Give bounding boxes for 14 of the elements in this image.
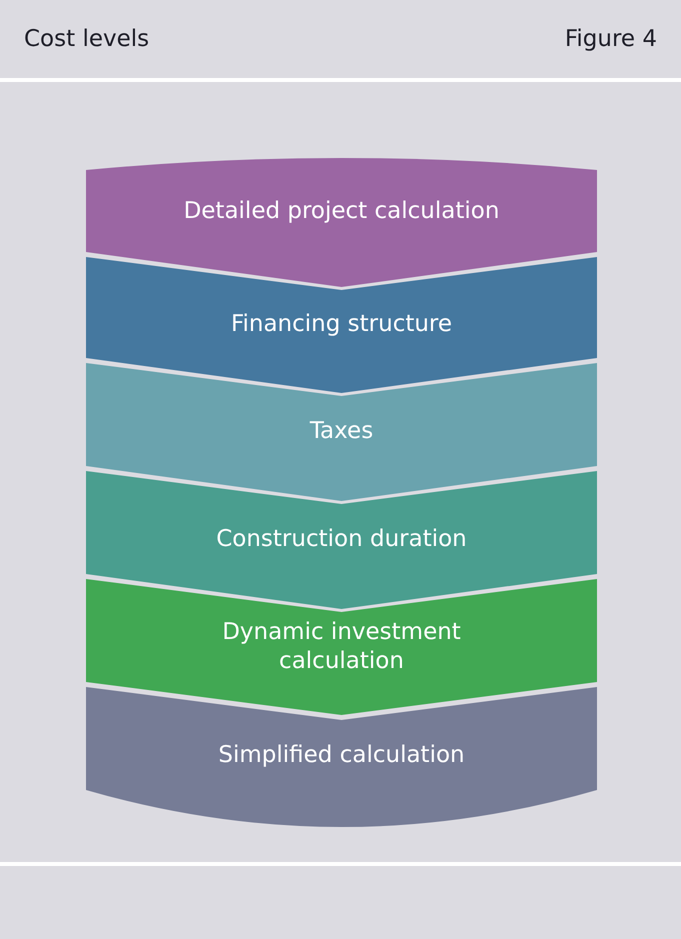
chevron-band bbox=[86, 158, 597, 287]
title: Cost levels bbox=[24, 26, 150, 52]
chevron-band bbox=[86, 687, 597, 827]
chevron-band bbox=[86, 257, 597, 393]
chevron-band bbox=[86, 579, 597, 715]
band-label: Construction duration bbox=[216, 524, 467, 554]
figure-number: Figure 4 bbox=[564, 26, 657, 52]
chevron-band bbox=[86, 363, 597, 501]
band-label: Dynamic investment calculation bbox=[221, 618, 462, 676]
band-label: Simplified calculation bbox=[218, 740, 465, 770]
band-label: Taxes bbox=[310, 416, 374, 446]
band-label: Financing structure bbox=[230, 310, 452, 338]
band-label: Detailed project calculation bbox=[184, 196, 500, 226]
chevron-band bbox=[86, 471, 597, 609]
